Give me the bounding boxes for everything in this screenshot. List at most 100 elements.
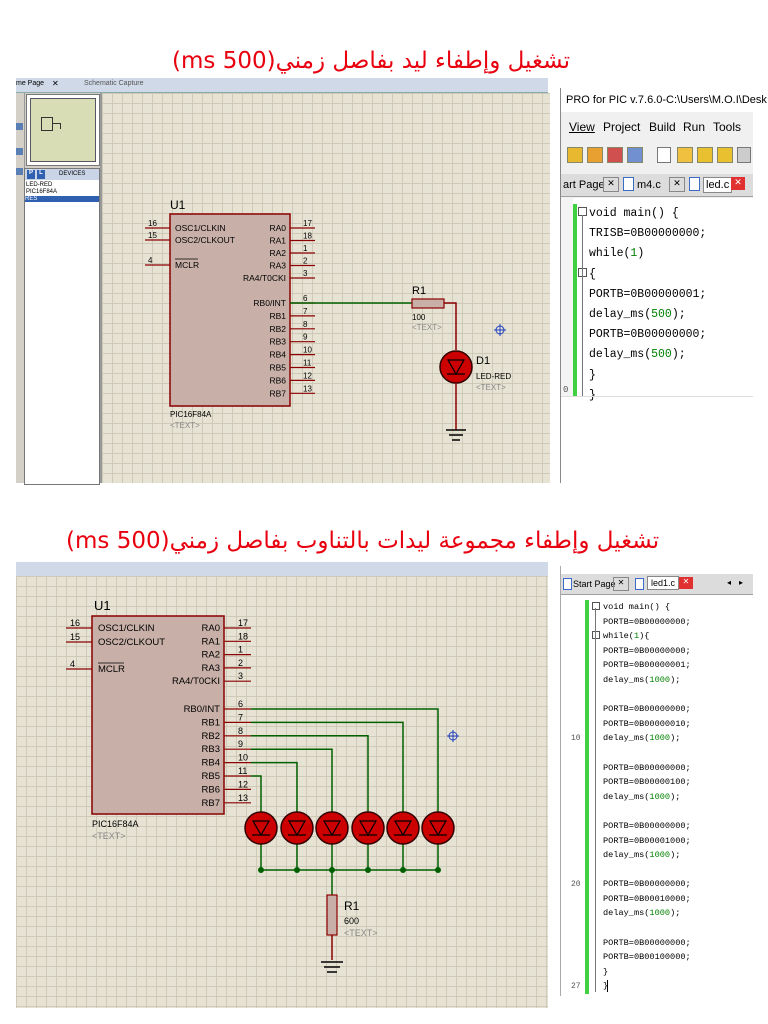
program-icon[interactable] bbox=[607, 147, 623, 163]
code-line[interactable]: } bbox=[589, 368, 596, 382]
code-line[interactable]: void main() { bbox=[603, 602, 671, 612]
code-line[interactable]: PORTB=0B00000000; bbox=[603, 645, 691, 656]
code-line[interactable] bbox=[603, 688, 691, 703]
new-file-icon[interactable] bbox=[657, 147, 671, 163]
led[interactable] bbox=[351, 811, 385, 845]
build-all-icon[interactable] bbox=[587, 147, 603, 163]
code-line[interactable]: PORTB=0B00000000; bbox=[603, 879, 691, 890]
code-line[interactable]: { bbox=[589, 267, 596, 281]
toolbar-icon[interactable] bbox=[16, 123, 23, 130]
code-line[interactable]: TRISB=0B00000000; bbox=[589, 227, 707, 241]
led[interactable] bbox=[421, 811, 455, 845]
tab-start-page[interactable]: art Page bbox=[563, 179, 605, 191]
pic-chip-body[interactable] bbox=[91, 615, 225, 815]
close-icon[interactable]: ✕ bbox=[679, 577, 693, 589]
menu-run[interactable]: Run bbox=[683, 120, 706, 134]
code-line[interactable]: PORTB=0B00010000; bbox=[603, 893, 691, 904]
pin-number: 10 bbox=[238, 753, 248, 763]
led[interactable] bbox=[280, 811, 314, 845]
code-line[interactable] bbox=[603, 921, 691, 936]
tab-schematic-capture[interactable]: Schematic Capture bbox=[84, 80, 144, 87]
tab-led1c[interactable]: led1.c bbox=[647, 576, 680, 590]
code-line[interactable]: while(1){ bbox=[603, 631, 650, 642]
pin-number: 4 bbox=[70, 659, 75, 669]
led[interactable] bbox=[386, 811, 420, 845]
menu-build[interactable]: Build bbox=[649, 120, 676, 134]
led-part: LED-RED bbox=[476, 372, 511, 381]
code-line[interactable]: delay_ms(1000); bbox=[603, 791, 681, 802]
code-line[interactable]: PORTB=0B00000000; bbox=[603, 616, 691, 627]
code-line[interactable]: delay_ms(1000); bbox=[603, 908, 681, 919]
close-icon[interactable]: ✕ bbox=[52, 79, 59, 88]
code-line[interactable]: void main() { bbox=[589, 207, 679, 220]
code-editor-2[interactable]: 10 20 27 void main() {PORTB=0B00000000;w… bbox=[561, 598, 753, 996]
code-line[interactable]: PORTB=0B00000100; bbox=[603, 777, 691, 788]
code-line[interactable] bbox=[603, 746, 691, 761]
pin-number: 12 bbox=[238, 779, 248, 789]
tab-home-page[interactable]: me Page bbox=[16, 80, 45, 87]
code-line[interactable]: PORTB=0B00001000; bbox=[603, 835, 691, 846]
code-line[interactable]: PORTB=0B00000000; bbox=[603, 762, 691, 773]
code-line[interactable]: delay_ms(1000); bbox=[603, 674, 681, 685]
led[interactable] bbox=[315, 811, 349, 845]
library-button[interactable]: L bbox=[37, 170, 45, 179]
code-editor-1[interactable]: 0 void main() {TRISB=0B00000000;while(1)… bbox=[561, 198, 753, 483]
device-item[interactable]: PIC16F84A bbox=[26, 189, 58, 195]
tab-m4c[interactable]: m4.c bbox=[637, 179, 661, 191]
fold-box-icon[interactable] bbox=[592, 631, 600, 639]
scroll-arrow-icon[interactable]: ▸ bbox=[739, 578, 744, 587]
cursor-crosshair-icon bbox=[494, 324, 506, 336]
code-line[interactable]: PORTB=0B00100000; bbox=[603, 952, 691, 963]
close-icon[interactable]: ✕ bbox=[603, 177, 619, 192]
code-line[interactable]: delay_ms(1000); bbox=[603, 850, 681, 861]
pin-name: MCLR bbox=[98, 664, 125, 675]
code-line[interactable] bbox=[603, 804, 691, 819]
close-icon[interactable]: ✕ bbox=[613, 577, 629, 591]
code-line[interactable]: PORTB=0B00000000; bbox=[603, 937, 691, 948]
toolbar-icon[interactable] bbox=[16, 168, 23, 175]
close-icon[interactable]: ✕ bbox=[731, 177, 745, 190]
overview-window[interactable] bbox=[26, 94, 100, 166]
code-line[interactable]: PORTB=0B00000000; bbox=[589, 328, 707, 342]
options-icon[interactable] bbox=[627, 147, 643, 163]
pic-chip-body[interactable] bbox=[169, 213, 291, 407]
resistor-r1[interactable] bbox=[411, 298, 445, 309]
toolbar-icon[interactable] bbox=[16, 148, 23, 155]
code-line[interactable]: PORTB=0B00000001; bbox=[603, 660, 691, 671]
tab-start-page[interactable]: Start Page bbox=[573, 579, 616, 589]
menu-view[interactable]: View bbox=[569, 120, 595, 134]
pin-name: RA2 bbox=[269, 248, 286, 258]
code-line[interactable]: while(1) bbox=[589, 247, 645, 261]
code-line[interactable]: delay_ms(500); bbox=[589, 308, 686, 322]
build-icon[interactable] bbox=[567, 147, 583, 163]
menu-tools[interactable]: Tools bbox=[713, 120, 742, 134]
code-line[interactable]: PORTB=0B00000010; bbox=[603, 718, 691, 729]
save-icon[interactable] bbox=[697, 147, 713, 163]
code-line[interactable]: PORTB=0B00000000; bbox=[603, 704, 691, 715]
device-item-selected[interactable]: RES bbox=[25, 196, 99, 202]
led-d1[interactable] bbox=[439, 350, 473, 384]
code-line[interactable]: delay_ms(1000); bbox=[603, 733, 681, 744]
code-line[interactable]: PORTB=0B00000001; bbox=[589, 287, 707, 301]
code-line[interactable]: } bbox=[603, 966, 609, 977]
resistor-r1[interactable] bbox=[326, 894, 338, 936]
led[interactable] bbox=[244, 811, 278, 845]
save-all-icon[interactable] bbox=[717, 147, 733, 163]
pin-name: OSC1/CLKIN bbox=[98, 623, 155, 634]
device-item[interactable]: LED-RED bbox=[26, 182, 53, 188]
pick-devices-button[interactable]: P bbox=[27, 170, 35, 179]
code-line[interactable]: } bbox=[603, 981, 609, 992]
pin-number: 11 bbox=[238, 766, 247, 776]
code-line[interactable]: } bbox=[589, 388, 596, 402]
menu-project[interactable]: Project bbox=[603, 120, 641, 134]
pin-number: 3 bbox=[303, 269, 308, 278]
open-file-icon[interactable] bbox=[677, 147, 693, 163]
code-line[interactable]: delay_ms(500); bbox=[589, 348, 686, 362]
code-line[interactable] bbox=[603, 863, 691, 878]
code-line[interactable]: PORTB=0B00000000; bbox=[603, 820, 691, 831]
scroll-arrow-icon[interactable]: ◂ bbox=[727, 578, 732, 587]
tab-ledc[interactable]: led.c bbox=[703, 177, 733, 193]
copy-icon[interactable] bbox=[737, 147, 751, 163]
fold-box-icon[interactable] bbox=[592, 602, 600, 610]
close-icon[interactable]: ✕ bbox=[669, 177, 685, 192]
